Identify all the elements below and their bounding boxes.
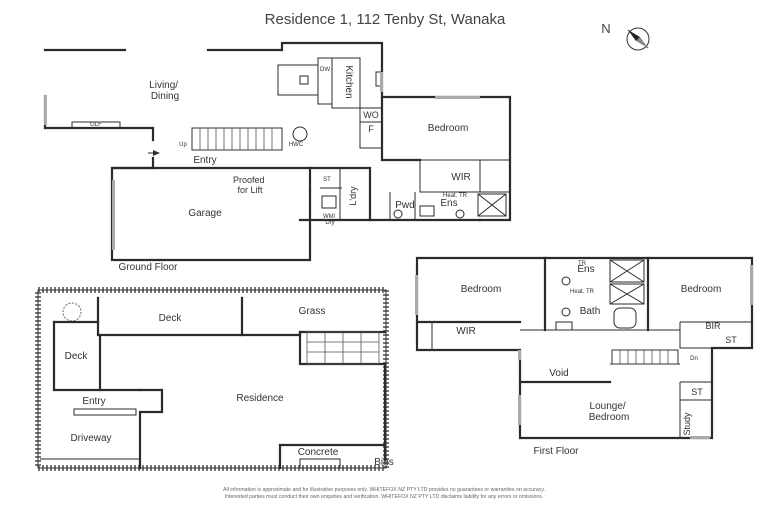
caption-ground-floor: Ground Floor	[119, 262, 179, 273]
site-deck-top: Deck	[159, 313, 183, 324]
room-bedroom-first-left: Bedroom	[461, 284, 502, 295]
site-plan	[35, 287, 389, 471]
site-concrete: Concrete	[298, 447, 339, 458]
site-residence: Residence	[236, 393, 284, 404]
room-wir-first: WIR	[456, 326, 475, 337]
lounge-line-2: Bedroom	[589, 412, 630, 423]
living-line-2: Dining	[151, 91, 179, 102]
caption-first-floor: First Floor	[534, 446, 580, 457]
disclaimer-line-1: All information is approximate and for i…	[223, 487, 545, 493]
label-heat-tr-ground: Heat. TR	[443, 193, 468, 199]
plan-title: Residence 1, 112 Tenby St, Wanaka	[265, 11, 506, 28]
label-glf: GLF	[90, 122, 102, 128]
room-powder: Pwd	[395, 200, 414, 211]
disclaimer-line-2: Interested parties must conduct their ow…	[225, 494, 544, 500]
room-kitchen: Kitchen	[343, 65, 354, 98]
room-entry-ground: Entry	[193, 155, 216, 166]
site-driveway: Driveway	[70, 433, 111, 444]
label-heat-tr-first: Heat. TR	[570, 289, 595, 295]
label-up: Up	[179, 142, 187, 148]
label-proofed-for-lift: Proofed for Lift	[233, 175, 267, 195]
proofed-line-2: for Lift	[237, 185, 263, 195]
site-bins: Bins	[374, 457, 393, 468]
proofed-line-1: Proofed	[233, 175, 265, 185]
room-bedroom-ground: Bedroom	[428, 123, 469, 134]
ground-floor-plan	[43, 41, 512, 262]
room-void: Void	[549, 368, 568, 379]
room-garage: Garage	[188, 208, 222, 219]
site-grass: Grass	[299, 306, 326, 317]
site-entry: Entry	[82, 396, 105, 407]
label-st-ground: ST	[323, 177, 331, 183]
label-st-first-right: ST	[725, 335, 737, 345]
room-wir-ground: WIR	[451, 172, 470, 183]
label-f: F	[368, 124, 374, 134]
room-living-dining: Living/ Dining	[149, 80, 181, 102]
label-bir: BIR	[705, 321, 721, 331]
living-line-1: Living/	[149, 80, 178, 91]
label-wo: WO	[363, 110, 379, 120]
first-floor-plan	[415, 256, 754, 440]
label-dw: DW	[320, 67, 330, 73]
label-wm-dry: WM/ Dry	[323, 214, 337, 226]
label-tr-first: TR	[578, 261, 587, 267]
label-dn: Dn	[690, 356, 698, 362]
room-bedroom-first-right: Bedroom	[681, 284, 722, 295]
room-bath: Bath	[580, 306, 601, 317]
room-ensuite-first: Ens	[577, 264, 594, 275]
label-hwc: HWC	[289, 142, 304, 148]
room-ensuite-ground: Ens	[440, 198, 457, 209]
wm-line-1: WM/	[323, 214, 336, 220]
room-laundry: L'dry	[348, 186, 358, 206]
north-label: N	[601, 21, 610, 36]
room-lounge-bedroom: Lounge/ Bedroom	[589, 401, 630, 423]
site-deck-left: Deck	[65, 351, 89, 362]
north-arrow-icon	[626, 27, 650, 51]
label-st-first-lower: ST	[691, 387, 703, 397]
room-study: Study	[682, 412, 692, 436]
lounge-line-1: Lounge/	[590, 401, 626, 412]
wm-line-2: Dry	[325, 220, 334, 226]
